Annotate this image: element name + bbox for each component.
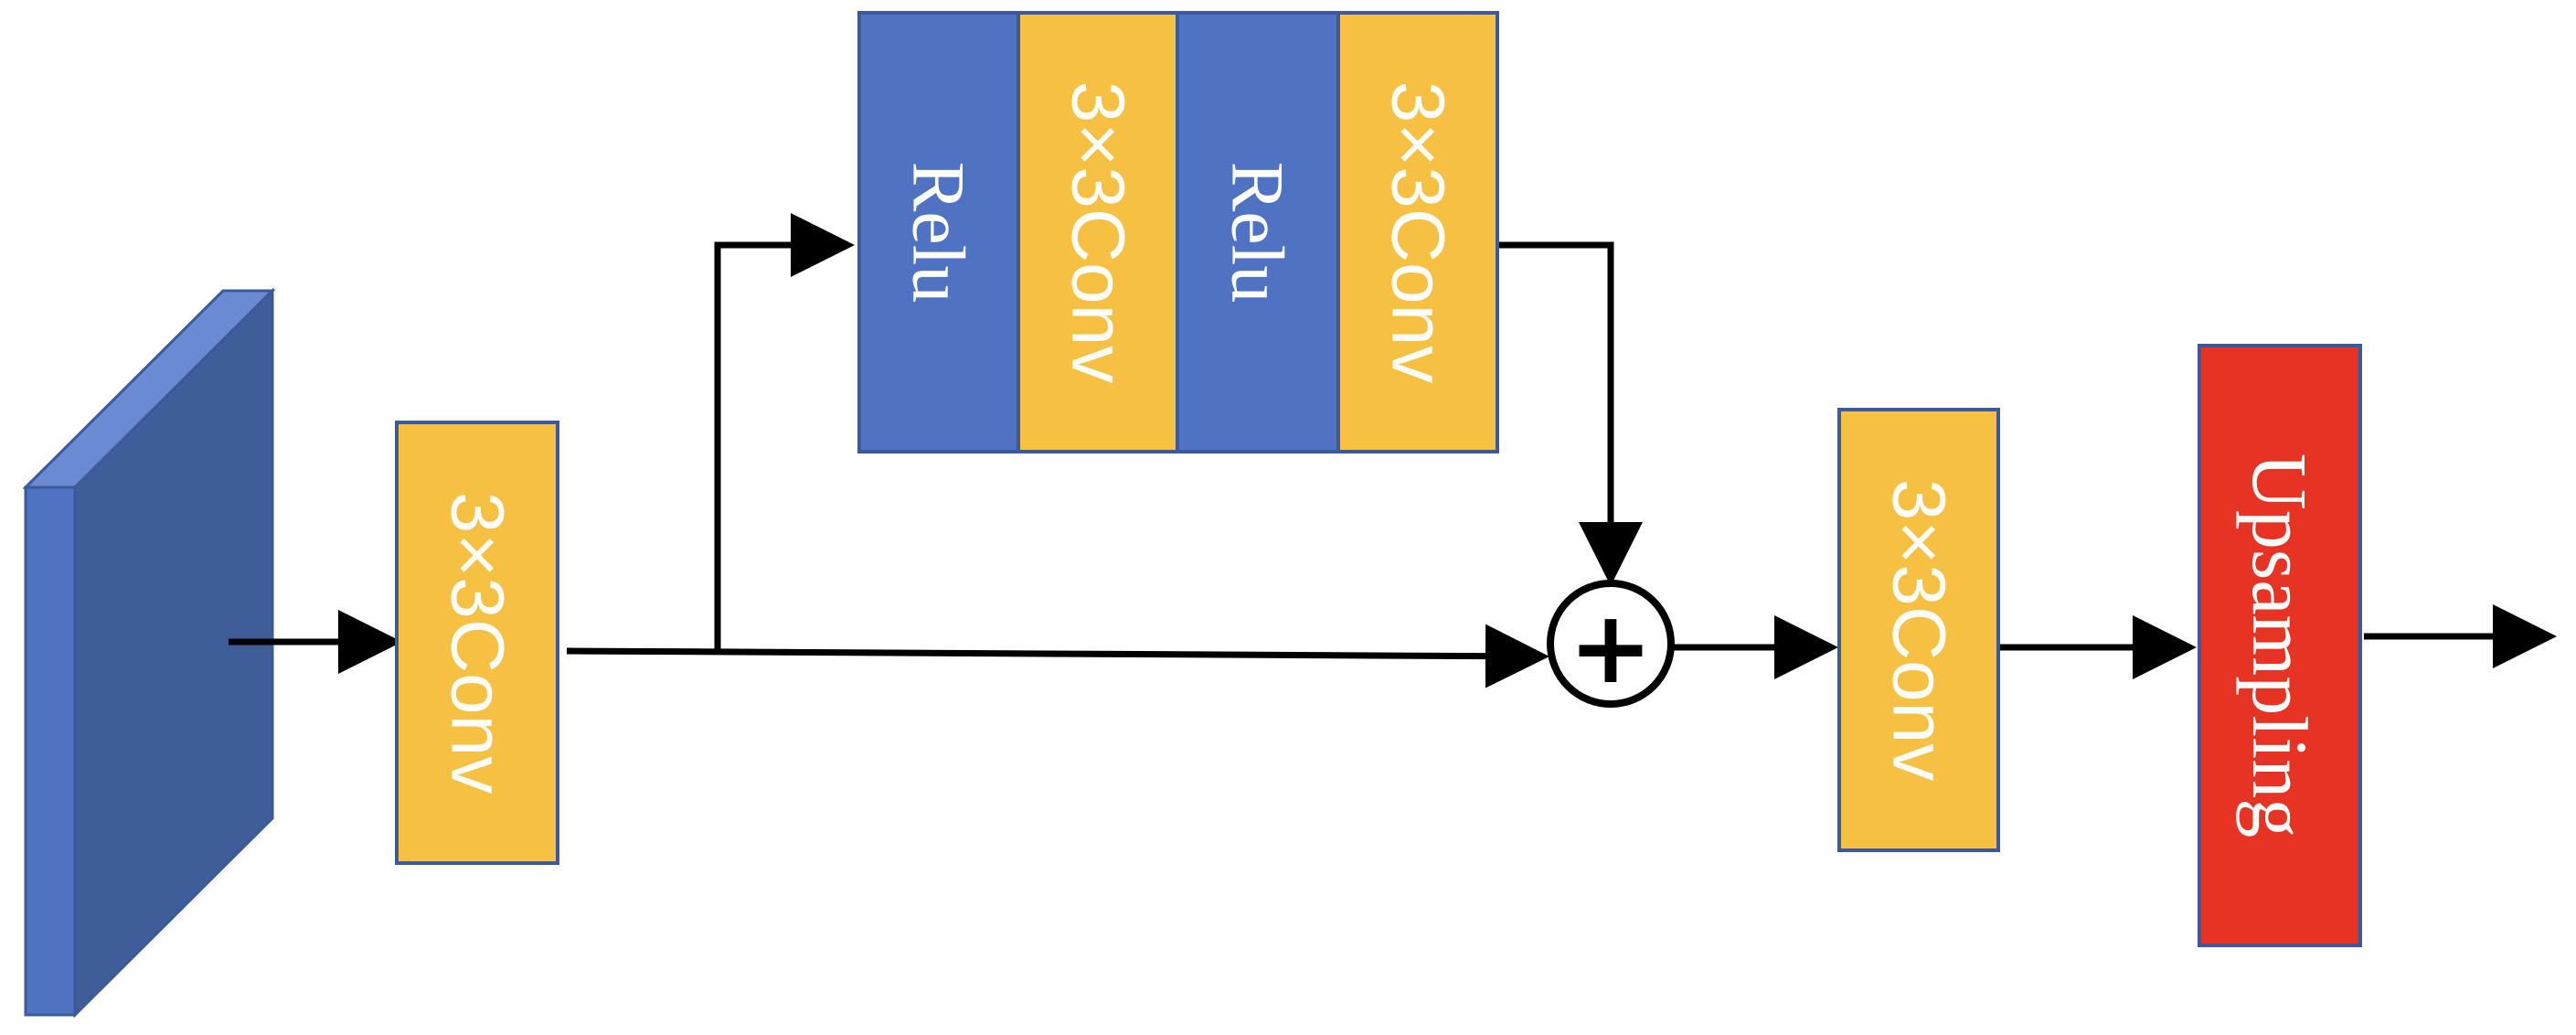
input-feature-map: [22, 287, 276, 1019]
conv-res-1-label: 3×3Conv: [1057, 81, 1140, 384]
conv-res-2-label: 3×3Conv: [1377, 81, 1460, 384]
conv-block-after: 3×3Conv: [1837, 408, 2000, 852]
conv-first-label: 3×3Conv: [436, 492, 519, 795]
relu-1-label: Relu: [898, 162, 981, 304]
upsampling-block: Upsampling: [2198, 344, 2362, 947]
branch-to-residual-arrow: [714, 213, 855, 651]
skip-connection-line: [566, 624, 1549, 688]
conv-block-res-1: [1017, 11, 1179, 453]
feature-map-side-face: [73, 287, 274, 1019]
conv-after-label: 3×3Conv: [1878, 479, 1961, 782]
conv-block-first: 3×3Conv: [395, 421, 559, 865]
relu-block-2: [1176, 11, 1340, 453]
upsampling-label: Upsampling: [2236, 453, 2324, 838]
relu-2-label: Relu: [1217, 162, 1300, 304]
residual-to-sum-arrow: [1499, 241, 1643, 586]
residual-block: Relu 3×3Conv Relu 3×3Conv: [857, 11, 1499, 453]
conv-block-res-2: [1336, 11, 1499, 453]
relu-block-1: [857, 11, 1020, 453]
sum-symbol: +: [1569, 589, 1653, 706]
sum-node: +: [1547, 580, 1675, 708]
feature-map-front-face: [24, 485, 77, 1017]
